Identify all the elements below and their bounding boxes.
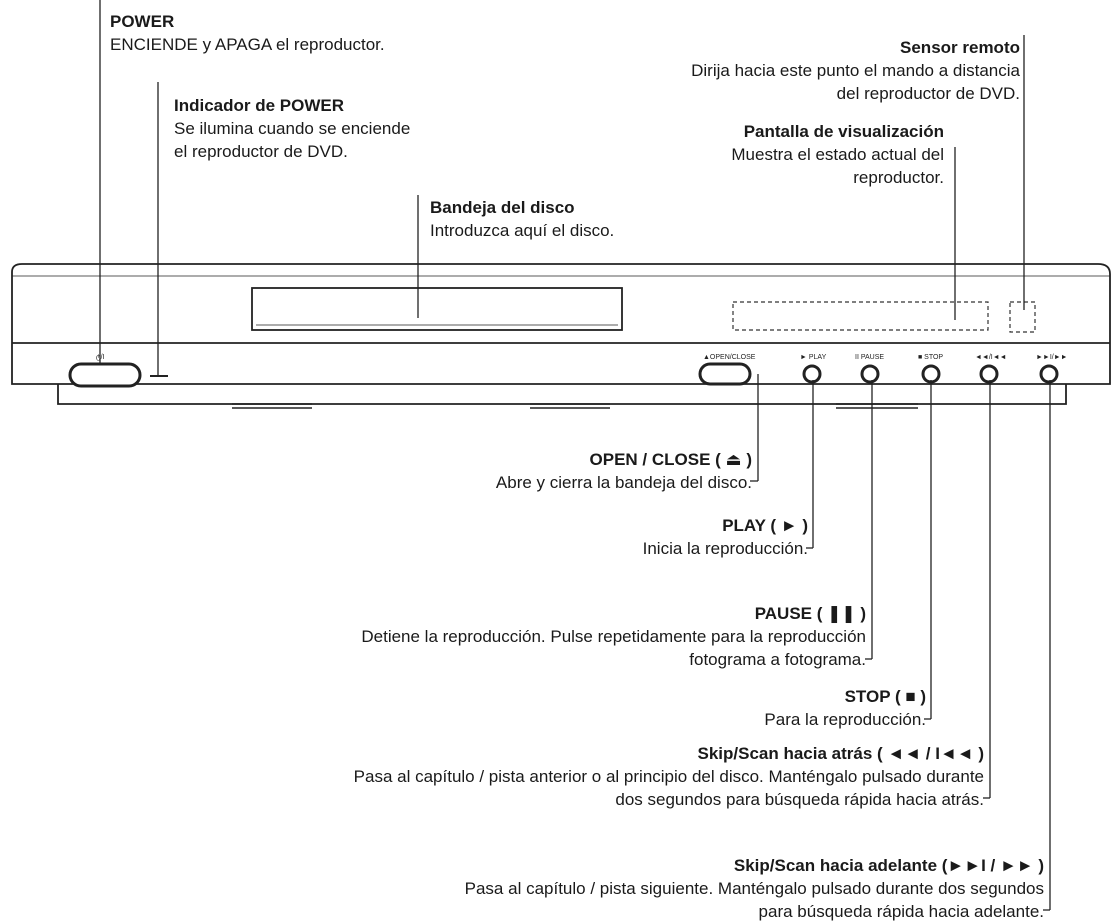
open-close-button[interactable] (698, 362, 752, 386)
callout-open-close-title: OPEN / CLOSE ( ⏏ ) (589, 450, 752, 469)
callout-skip-back-desc-1: Pasa al capítulo / pista anterior o al p… (353, 767, 984, 786)
callout-pause: PAUSE ( ❚❚ ) Detiene la reproducción. Pu… (361, 602, 866, 671)
callout-skip-back: Skip/Scan hacia atrás ( ◄◄ / I◄◄ ) Pasa … (354, 742, 984, 811)
callout-power-indicator-title: Indicador de POWER (174, 96, 345, 115)
panel-label-open-close: ▲OPEN/CLOSE (703, 354, 756, 361)
callout-power-title: POWER (110, 12, 175, 31)
play-button[interactable] (802, 364, 822, 384)
panel-label-next: ►►I/►► (1036, 354, 1068, 361)
disc-tray[interactable] (251, 287, 623, 331)
callout-open-close: OPEN / CLOSE ( ⏏ ) Abre y cierra la band… (496, 448, 752, 494)
callout-power-indicator-desc-2: el reproductor de DVD. (174, 142, 348, 161)
callout-pause-desc-2: fotograma a fotograma. (689, 650, 866, 669)
callout-stop-desc: Para la reproducción. (764, 710, 926, 729)
callout-power-desc: ENCIENDE y APAGA el reproductor. (110, 35, 385, 54)
callout-remote-sensor-desc-2: del reproductor de DVD. (836, 84, 1020, 103)
callout-power-indicator-desc-1: Se ilumina cuando se enciende (174, 119, 411, 138)
callout-play: PLAY ( ► ) Inicia la reproducción. (643, 514, 808, 560)
callout-stop: STOP ( ■ ) Para la reproducción. (764, 685, 926, 731)
callout-remote-sensor: Sensor remoto Dirija hacia este punto el… (691, 36, 1020, 105)
callout-pause-desc-1: Detiene la reproducción. Pulse repetidam… (361, 627, 866, 646)
callout-skip-back-desc-2: dos segundos para búsqueda rápida hacia … (615, 790, 984, 809)
callout-skip-fwd: Skip/Scan hacia adelante (►►I / ►► ) Pas… (465, 854, 1044, 923)
callout-power: POWER ENCIENDE y APAGA el reproductor. (110, 10, 385, 56)
callout-play-title: PLAY ( ► ) (722, 516, 808, 535)
callout-skip-fwd-desc-1: Pasa al capítulo / pista siguiente. Mant… (464, 879, 1044, 898)
callout-skip-fwd-title: Skip/Scan hacia adelante (►►I / ►► ) (733, 856, 1044, 875)
callout-display: Pantalla de visualización Muestra el est… (731, 120, 944, 189)
skip-back-button[interactable] (979, 364, 999, 384)
panel-label-prev: ◄◄/I◄◄ (975, 354, 1007, 361)
callout-open-close-desc: Abre y cierra la bandeja del disco. (495, 473, 752, 492)
callout-disc-tray-desc: Introduzca aquí el disco. (430, 221, 615, 240)
callout-skip-fwd-desc-2: para búsqueda rápida hacia adelante. (758, 902, 1044, 921)
callout-skip-back-title: Skip/Scan hacia atrás ( ◄◄ / I◄◄ ) (697, 744, 984, 763)
power-button[interactable] (68, 362, 142, 388)
panel-label-pause: II PAUSE (855, 354, 884, 361)
callout-display-desc-1: Muestra el estado actual del (731, 145, 944, 164)
panel-label-stop: ■ STOP (918, 354, 943, 361)
skip-fwd-button[interactable] (1039, 364, 1059, 384)
remote-sensor (1009, 301, 1036, 333)
leader-lines (99, 0, 1051, 911)
callout-display-title: Pantalla de visualización (743, 122, 944, 141)
dvd-player-front-panel (11, 263, 1111, 405)
callout-stop-title: STOP ( ■ ) (844, 687, 926, 706)
display-window (732, 301, 989, 331)
callout-display-desc-2: reproductor. (853, 168, 944, 187)
callout-power-indicator: Indicador de POWER Se ilumina cuando se … (174, 94, 410, 163)
callout-disc-tray-title: Bandeja del disco (430, 198, 575, 217)
callout-remote-sensor-desc-1: Dirija hacia este punto el mando a dista… (691, 61, 1020, 80)
panel-label-play: ► PLAY (800, 354, 827, 361)
callout-play-desc: Inicia la reproducción. (642, 539, 808, 558)
callout-pause-title: PAUSE ( ❚❚ ) (754, 604, 866, 623)
pause-button[interactable] (860, 364, 880, 384)
stop-button[interactable] (921, 364, 941, 384)
callout-disc-tray: Bandeja del disco Introduzca aquí el dis… (430, 196, 614, 242)
callout-remote-sensor-title: Sensor remoto (900, 38, 1020, 57)
